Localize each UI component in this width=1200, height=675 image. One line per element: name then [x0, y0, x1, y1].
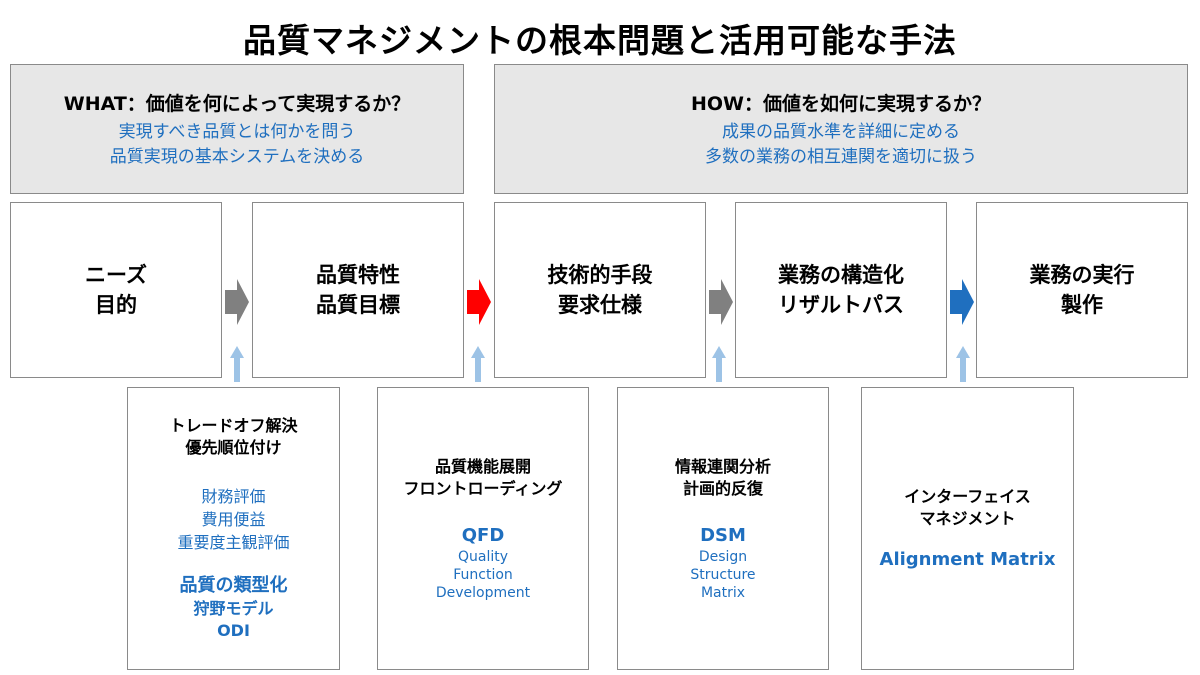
- stage-structuring-line1: 業務の構造化: [778, 263, 904, 287]
- method-tradeoff-head2: 優先順位付け: [185, 438, 282, 457]
- method-qfd-word-2: Function: [453, 566, 513, 583]
- up-arrow-1-shape: [230, 346, 244, 382]
- method-tradeoff-strong: 品質の類型化: [179, 575, 288, 596]
- method-qfd: 品質機能展開 フロントローディング QFD Quality Function D…: [377, 387, 589, 670]
- flow-arrow-right-icon-2: [709, 279, 733, 325]
- flow-arrow-right-icon: [225, 279, 249, 325]
- method-tradeoff-sub-1: 財務評価: [201, 487, 266, 506]
- method-interface-head1: インターフェイス: [904, 486, 1031, 506]
- what-line-1: 実現すべき品質とは何かを問う: [118, 121, 356, 142]
- stage-execution-line1: 業務の実行: [1029, 263, 1135, 287]
- method-interface: インターフェイス マネジメント Alignment Matrix: [861, 387, 1074, 670]
- flow-arrow-right-blue-icon: [950, 279, 974, 325]
- flow-arrow-3-shape: [709, 279, 733, 325]
- up-arrow-icon-4: [956, 346, 970, 382]
- up-arrow-2-shape: [471, 346, 485, 382]
- method-tradeoff-strong-sub-2: ODI: [217, 621, 250, 640]
- up-arrow-icon-1: [230, 346, 244, 382]
- flow-arrow-right-red-icon: [467, 279, 491, 325]
- method-dsm-word-2: Structure: [690, 566, 756, 583]
- stage-needs: ニーズ 目的: [10, 202, 222, 378]
- method-tradeoff-strong-sub-1: 狩野モデル: [193, 599, 274, 618]
- method-tradeoff-head1: トレードオフ解決: [169, 416, 298, 435]
- stage-needs-line2: 目的: [95, 293, 137, 317]
- up-arrow-4-shape: [956, 346, 970, 382]
- flow-arrow-1-shape: [225, 279, 249, 325]
- up-arrow-icon-2: [471, 346, 485, 382]
- method-dsm-acronym: DSM: [700, 524, 746, 546]
- stage-structuring-line2: リザルトパス: [778, 293, 904, 317]
- page-title: 品質マネジメントの根本問題と活用可能な手法: [243, 21, 957, 60]
- how-heading: HOW：価値を如何に実現するか？: [690, 92, 991, 115]
- flow-arrow-2-shape: [467, 279, 491, 325]
- stage-execution-line2: 製作: [1061, 293, 1103, 317]
- how-panel: HOW：価値を如何に実現するか？ 成果の品質水準を詳細に定める 多数の業務の相互…: [494, 64, 1188, 194]
- method-tradeoff-sub-2: 費用便益: [201, 510, 266, 529]
- method-interface-head2: マネジメント: [919, 508, 1016, 528]
- how-line-2: 多数の業務の相互連関を適切に扱う: [705, 146, 977, 167]
- what-heading: WHAT：価値を何によって実現するか？: [63, 92, 411, 115]
- stage-work-execution: 業務の実行 製作: [976, 202, 1188, 378]
- stage-quality-characteristics: 品質特性 品質目標: [252, 202, 464, 378]
- method-tradeoff: トレードオフ解決 優先順位付け 財務評価 費用便益 重要度主観評価 品質の類型化…: [127, 387, 340, 670]
- method-dsm: 情報連関分析 計画的反復 DSM Design Structure Matrix: [617, 387, 829, 670]
- what-panel: WHAT：価値を何によって実現するか？ 実現すべき品質とは何かを問う 品質実現の…: [10, 64, 464, 194]
- stage-work-structuring: 業務の構造化 リザルトパス: [735, 202, 947, 378]
- how-line-1: 成果の品質水準を詳細に定める: [722, 121, 960, 142]
- method-dsm-word-3: Matrix: [700, 584, 746, 601]
- stage-technical-means: 技術的手段 要求仕様: [494, 202, 706, 378]
- method-dsm-word-1: Design: [698, 548, 748, 565]
- method-qfd-word-3: Development: [435, 584, 531, 601]
- method-qfd-word-1: Quality: [457, 548, 509, 565]
- what-line-2: 品質実現の基本システムを決める: [109, 146, 365, 167]
- method-qfd-acronym: QFD: [461, 524, 505, 546]
- method-dsm-head1: 情報連関分析: [674, 456, 771, 476]
- up-arrow-3-shape: [712, 346, 726, 382]
- flow-arrow-4-shape: [950, 279, 974, 325]
- method-tradeoff-sub-3: 重要度主観評価: [177, 533, 290, 552]
- stage-technical-line2: 要求仕様: [558, 293, 642, 317]
- stage-quality-line1: 品質特性: [316, 263, 400, 287]
- stage-technical-line1: 技術的手段: [547, 263, 653, 287]
- method-interface-acronym: Alignment Matrix: [879, 548, 1056, 570]
- method-qfd-head1: 品質機能展開: [434, 456, 531, 476]
- method-qfd-head2: フロントローディング: [403, 478, 563, 498]
- stage-needs-line1: ニーズ: [85, 263, 147, 287]
- up-arrow-icon-3: [712, 346, 726, 382]
- stage-quality-line2: 品質目標: [316, 293, 400, 317]
- method-dsm-head2: 計画的反復: [682, 478, 763, 498]
